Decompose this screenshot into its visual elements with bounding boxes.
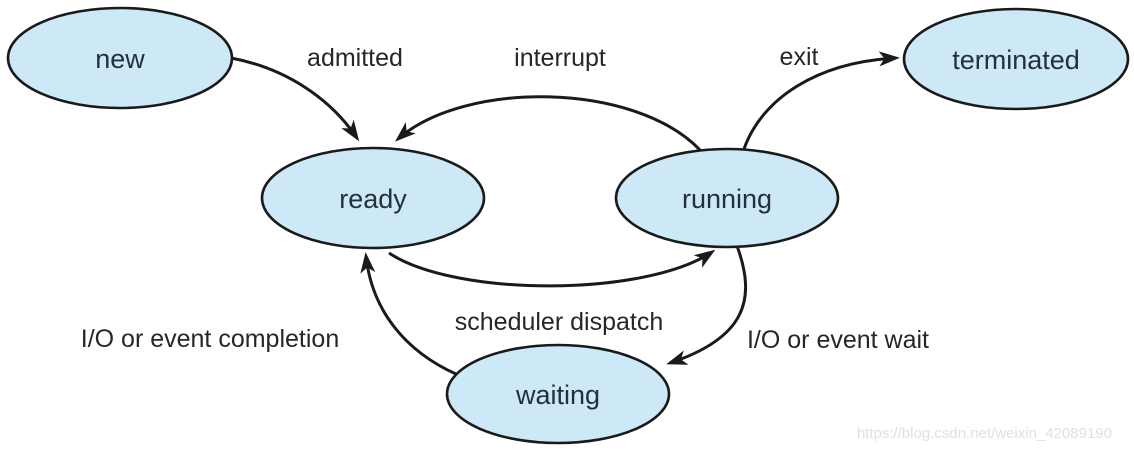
edge-labels-group: admitted interrupt exit scheduler dispat… [81, 43, 929, 354]
edge-label-admitted: admitted [307, 44, 403, 72]
nodes-group: new ready running waiting terminated [6, 6, 1130, 445]
edge-admitted [230, 56, 360, 142]
edges-group [230, 51, 900, 376]
state-node-running [614, 147, 840, 249]
edge-io-wait [666, 245, 748, 365]
state-node-new [6, 6, 234, 110]
edge-label-scheduler-dispatch: scheduler dispatch [455, 308, 663, 336]
state-node-terminated [902, 7, 1130, 111]
edge-label-interrupt: interrupt [514, 44, 606, 72]
node-label-terminated: terminated [952, 45, 1080, 75]
edge-exit [742, 51, 900, 150]
edge-label-io-wait: I/O or event wait [747, 326, 929, 354]
edge-interrupt [394, 95, 702, 152]
node-label-new: new [95, 44, 145, 74]
edge-scheduler-dispatch [388, 249, 716, 288]
state-node-ready [260, 146, 486, 250]
node-label-running: running [682, 184, 772, 214]
node-label-ready: ready [339, 184, 407, 214]
edge-label-exit: exit [780, 43, 819, 71]
edge-io-completion [360, 252, 457, 376]
edge-label-io-completion: I/O or event completion [81, 325, 339, 353]
state-node-waiting [445, 343, 671, 445]
watermark: https://blog.csdn.net/weixin_42089190 [857, 425, 1112, 442]
node-label-waiting: waiting [515, 380, 600, 410]
